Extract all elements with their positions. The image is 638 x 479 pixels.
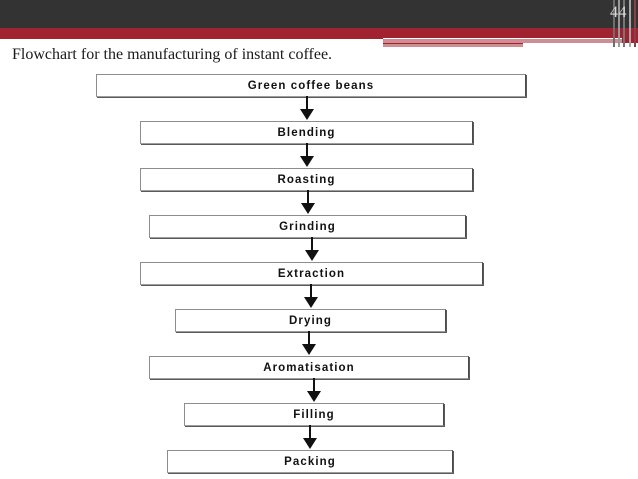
- header-crimson-bar: [0, 28, 638, 39]
- flow-step-box[interactable]: Filling: [184, 403, 444, 426]
- header-vertical-stripe-4: [629, 0, 631, 47]
- header-pink-stripe-1: [383, 39, 622, 43]
- flow-step-label: Aromatisation: [263, 361, 355, 374]
- flow-arrow-down-icon: [302, 425, 318, 449]
- header-white-stripe-1: [383, 38, 622, 39]
- flow-step-box[interactable]: Grinding: [149, 215, 466, 238]
- flow-step-box[interactable]: Packing: [167, 450, 453, 473]
- header-vertical-stripe-2: [618, 0, 620, 47]
- arrow-head: [299, 156, 314, 167]
- flow-step-box[interactable]: Aromatisation: [149, 356, 469, 379]
- flow-step-box[interactable]: Green coffee beans: [96, 74, 526, 97]
- arrow-shaft: [305, 143, 308, 158]
- flow-step-label: Green coffee beans: [247, 79, 375, 92]
- flow-step-box[interactable]: Blending: [140, 121, 473, 144]
- flow-arrow-down-icon: [301, 331, 317, 355]
- flow-step-box[interactable]: Extraction: [140, 262, 483, 285]
- flow-arrow-down-icon: [304, 237, 320, 261]
- arrow-shaft: [309, 425, 311, 440]
- header-white-stripe-2: [523, 43, 638, 45]
- flow-step-label: Grinding: [279, 220, 336, 233]
- flow-step-label: Roasting: [277, 173, 336, 186]
- arrow-head: [299, 109, 314, 120]
- flow-arrow-down-icon: [303, 284, 319, 308]
- arrow-shaft: [306, 190, 309, 205]
- arrow-shaft: [310, 237, 313, 252]
- arrow-head: [304, 250, 319, 261]
- arrow-head: [302, 344, 316, 355]
- flow-arrow-down-icon: [299, 143, 315, 167]
- flow-step-label: Blending: [277, 126, 336, 139]
- header-vertical-stripe-5: [634, 0, 636, 47]
- arrow-shaft: [309, 284, 312, 299]
- arrow-head: [303, 438, 317, 449]
- flow-step-label: Extraction: [277, 267, 346, 280]
- flow-arrow-down-icon: [299, 96, 315, 120]
- arrow-shaft: [305, 96, 308, 111]
- flow-arrow-down-icon: [306, 378, 322, 402]
- flow-step-box[interactable]: Roasting: [140, 168, 473, 191]
- flow-step-box[interactable]: Drying: [175, 309, 446, 332]
- page-number: 44: [610, 4, 627, 21]
- header-pink-stripe-2: [383, 44, 523, 47]
- header-vertical-stripe-1: [613, 0, 615, 47]
- arrow-head: [300, 203, 315, 214]
- arrow-shaft: [308, 331, 310, 346]
- slide-header-banner: 44: [0, 0, 638, 47]
- flow-step-label: Drying: [288, 314, 333, 327]
- flow-step-label: Filling: [293, 408, 335, 421]
- flow-step-label: Packing: [284, 455, 336, 468]
- arrow-shaft: [313, 378, 315, 393]
- arrow-head: [307, 391, 321, 402]
- arrow-head: [303, 297, 318, 308]
- slide-title: Flowchart for the manufacturing of insta…: [12, 46, 333, 63]
- header-vertical-stripe-3: [623, 0, 625, 47]
- flow-arrow-down-icon: [300, 190, 316, 214]
- header-dark-bar: [0, 0, 638, 28]
